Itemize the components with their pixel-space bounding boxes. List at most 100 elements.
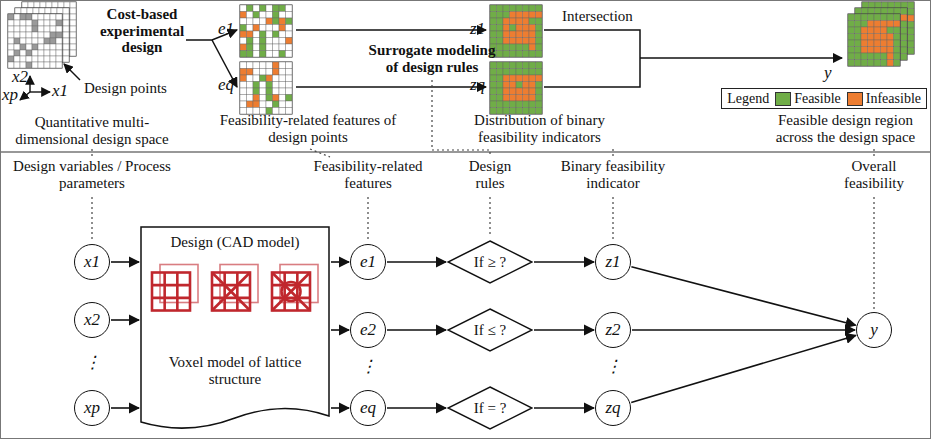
connector-arrow [387,407,446,409]
node-text: e2 [360,321,376,340]
grid-cell [490,25,497,32]
grid-cell [273,75,280,82]
grid-cell [45,8,51,14]
grid-cell [874,21,881,28]
lattice-strut [152,297,190,300]
grid-cell [56,56,62,62]
text-label: Feasible design region across the design… [764,112,927,145]
grid-cell [881,53,888,60]
grid-cell [894,27,901,34]
grid-cell [510,95,517,102]
grid-cell [50,32,56,38]
grid-cell [510,18,517,25]
text-label: ⋮ [82,354,102,373]
grid-cell [523,31,530,38]
grid-cell [286,95,293,102]
grid-cell [516,88,523,95]
grid-cell [875,41,882,48]
grid-cell [516,75,523,82]
grid-cell [887,53,894,60]
grid-cell [510,44,517,51]
grid-cell [260,18,267,25]
grid-cell [503,88,510,95]
grid-cell [855,15,862,22]
grid-cell [57,20,63,26]
grid-cell [503,38,510,45]
grid-cell [888,47,895,54]
grid-cell [887,34,894,41]
grid-cell [260,95,267,102]
grid-cell [14,26,20,32]
grid-cell [260,44,267,51]
grid-cell [855,60,862,67]
grid-cell [523,62,530,69]
grid-cell [260,31,267,38]
grid-cell [888,15,895,22]
lattice-strut [223,273,226,311]
grid-cell [38,14,44,20]
grid-cell [908,28,915,35]
grid-cell [855,47,862,54]
grid-cell [868,28,875,35]
grid-cell [32,50,38,56]
grid-cell [240,12,247,19]
node-text: If ≤ ? [474,322,506,339]
text-label: e1 [218,20,234,39]
variable-circle: xp [74,390,110,426]
node-text: y [870,321,878,340]
grid-cell [253,51,260,58]
grid-cell [881,34,888,41]
grid-cell [279,25,286,32]
grid-cell [523,51,530,58]
grid-cell [861,21,868,28]
grid-cell [875,54,882,61]
grid-cell [503,44,510,51]
grid-cell [253,69,260,76]
grid-cell [510,38,517,45]
grid-cell [253,25,260,32]
grid-cell [497,75,504,82]
node-text: If = ? [474,400,507,417]
grid-cell [247,12,254,19]
grid-cell [881,41,888,48]
grid-cell [14,14,20,20]
grid-cell [855,21,862,28]
grid-cell [875,21,882,28]
grid-cell [286,82,293,89]
grid-cell [894,21,901,28]
grid-cell [260,88,267,95]
grid-cell [503,62,510,69]
grid-cell [503,101,510,108]
grid-cell [8,14,14,20]
grid-cell [868,21,875,28]
grid-cell [503,31,510,38]
grid-cell [881,47,888,54]
grid-cell [57,26,63,32]
grid-cell [862,47,869,54]
grid-cell [247,101,254,108]
grid-cell [50,50,56,56]
grid-cell [490,12,497,19]
grid-cell [56,14,62,20]
grid-cell [38,44,44,50]
grid-cell [868,54,875,61]
decision-diamond: If = ? [447,386,533,430]
grid-cell [881,14,888,21]
text-label: eq [218,76,234,95]
feature-grid [240,5,292,57]
grid-cell [70,44,76,50]
grid-cell [266,12,273,19]
grid-cell [56,62,62,68]
grid-cell [861,53,868,60]
grid-cell [38,62,44,68]
grid-cell [240,25,247,32]
grid-cell [64,8,70,14]
grid-cell [855,21,862,28]
grid-cell [70,20,76,26]
grid-cell [497,38,504,45]
grid-cell [22,2,28,8]
lattice-strut [176,273,179,311]
variable-circle: y [856,312,892,348]
grid-cell [887,14,894,21]
grid-cell [260,38,267,45]
